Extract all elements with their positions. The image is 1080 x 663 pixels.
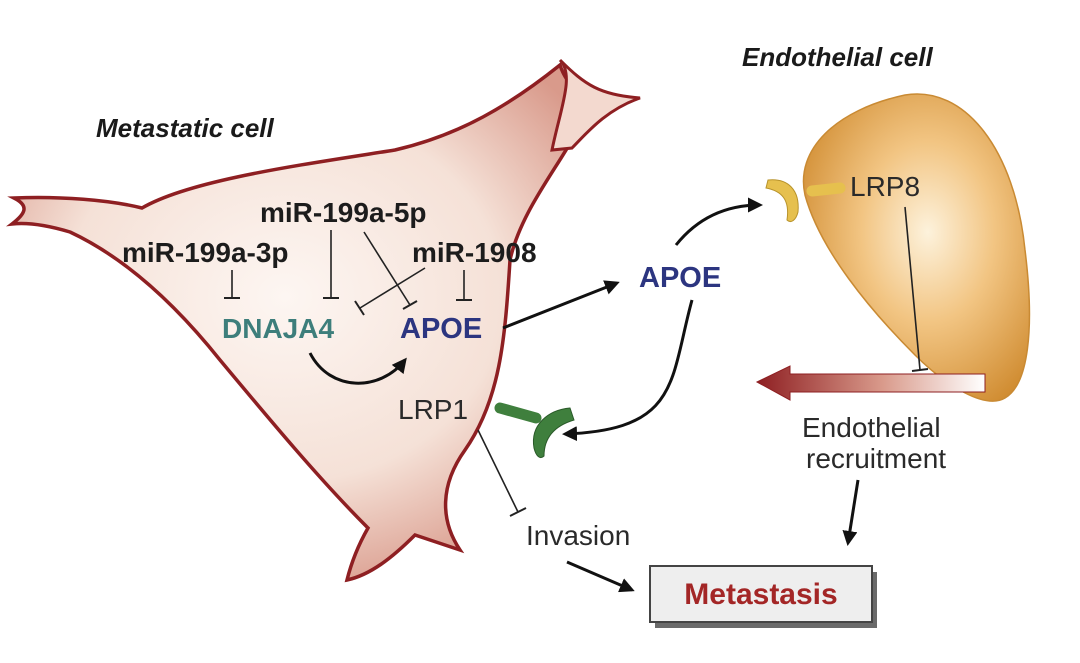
apoe-to-lrp1-arrow (562, 299, 694, 442)
lrp8-inhibits-recruitment (904, 206, 929, 372)
mirna-199a-5p-label: miR-199a-5p (260, 197, 427, 228)
mir-5p-inhibits-dnaja4 (323, 230, 339, 299)
endothelial-recruitment-line1: Endothelial (802, 412, 941, 443)
dnaja4-label: DNAJA4 (222, 313, 334, 344)
lrp8-receptor-icon (765, 179, 846, 223)
mir-5p-inhibits-apoe (363, 231, 418, 310)
endothelial-recruitment-line2: recruitment (806, 443, 946, 474)
metastatic-cell-spike-top (550, 58, 641, 152)
endothelial-cell-title: Endothelial cell (742, 42, 933, 72)
endothelial-recruitment-arrow (755, 365, 986, 401)
metastasis-box: Metastasis (649, 565, 877, 628)
dnaja4-to-apoe-arrow (308, 352, 407, 385)
recruitment-to-metastasis-arrow (842, 479, 860, 546)
apoe-secreted-label: APOE (639, 262, 721, 294)
lrp1-receptor-icon (494, 402, 575, 459)
mirna-199a-3p-label: miR-199a-3p (122, 237, 289, 268)
mir-1908-inhibits-apoe (456, 270, 472, 301)
invasion-to-metastasis-arrow (566, 560, 635, 593)
mir-3p-inhibits-dnaja4 (224, 270, 240, 299)
apoe-intracellular-label: APOE (400, 313, 482, 345)
lrp1-inhibits-invasion (477, 429, 527, 517)
metastasis-label: Metastasis (684, 578, 837, 611)
mirna-1908-label: miR-1908 (412, 237, 537, 268)
metastatic-cell-title: Metastatic cell (96, 113, 275, 143)
endothelial-cell-shape (802, 93, 1031, 402)
lrp8-label: LRP8 (850, 171, 920, 202)
lrp1-label: LRP1 (398, 394, 468, 425)
metastatic-cell-shape (5, 62, 622, 583)
apoe-secretion-arrow (502, 280, 620, 330)
invasion-label: Invasion (526, 520, 630, 551)
mir-1908-inhibits-dnaja4 (354, 267, 426, 316)
apoe-to-lrp8-arrow (674, 197, 763, 246)
